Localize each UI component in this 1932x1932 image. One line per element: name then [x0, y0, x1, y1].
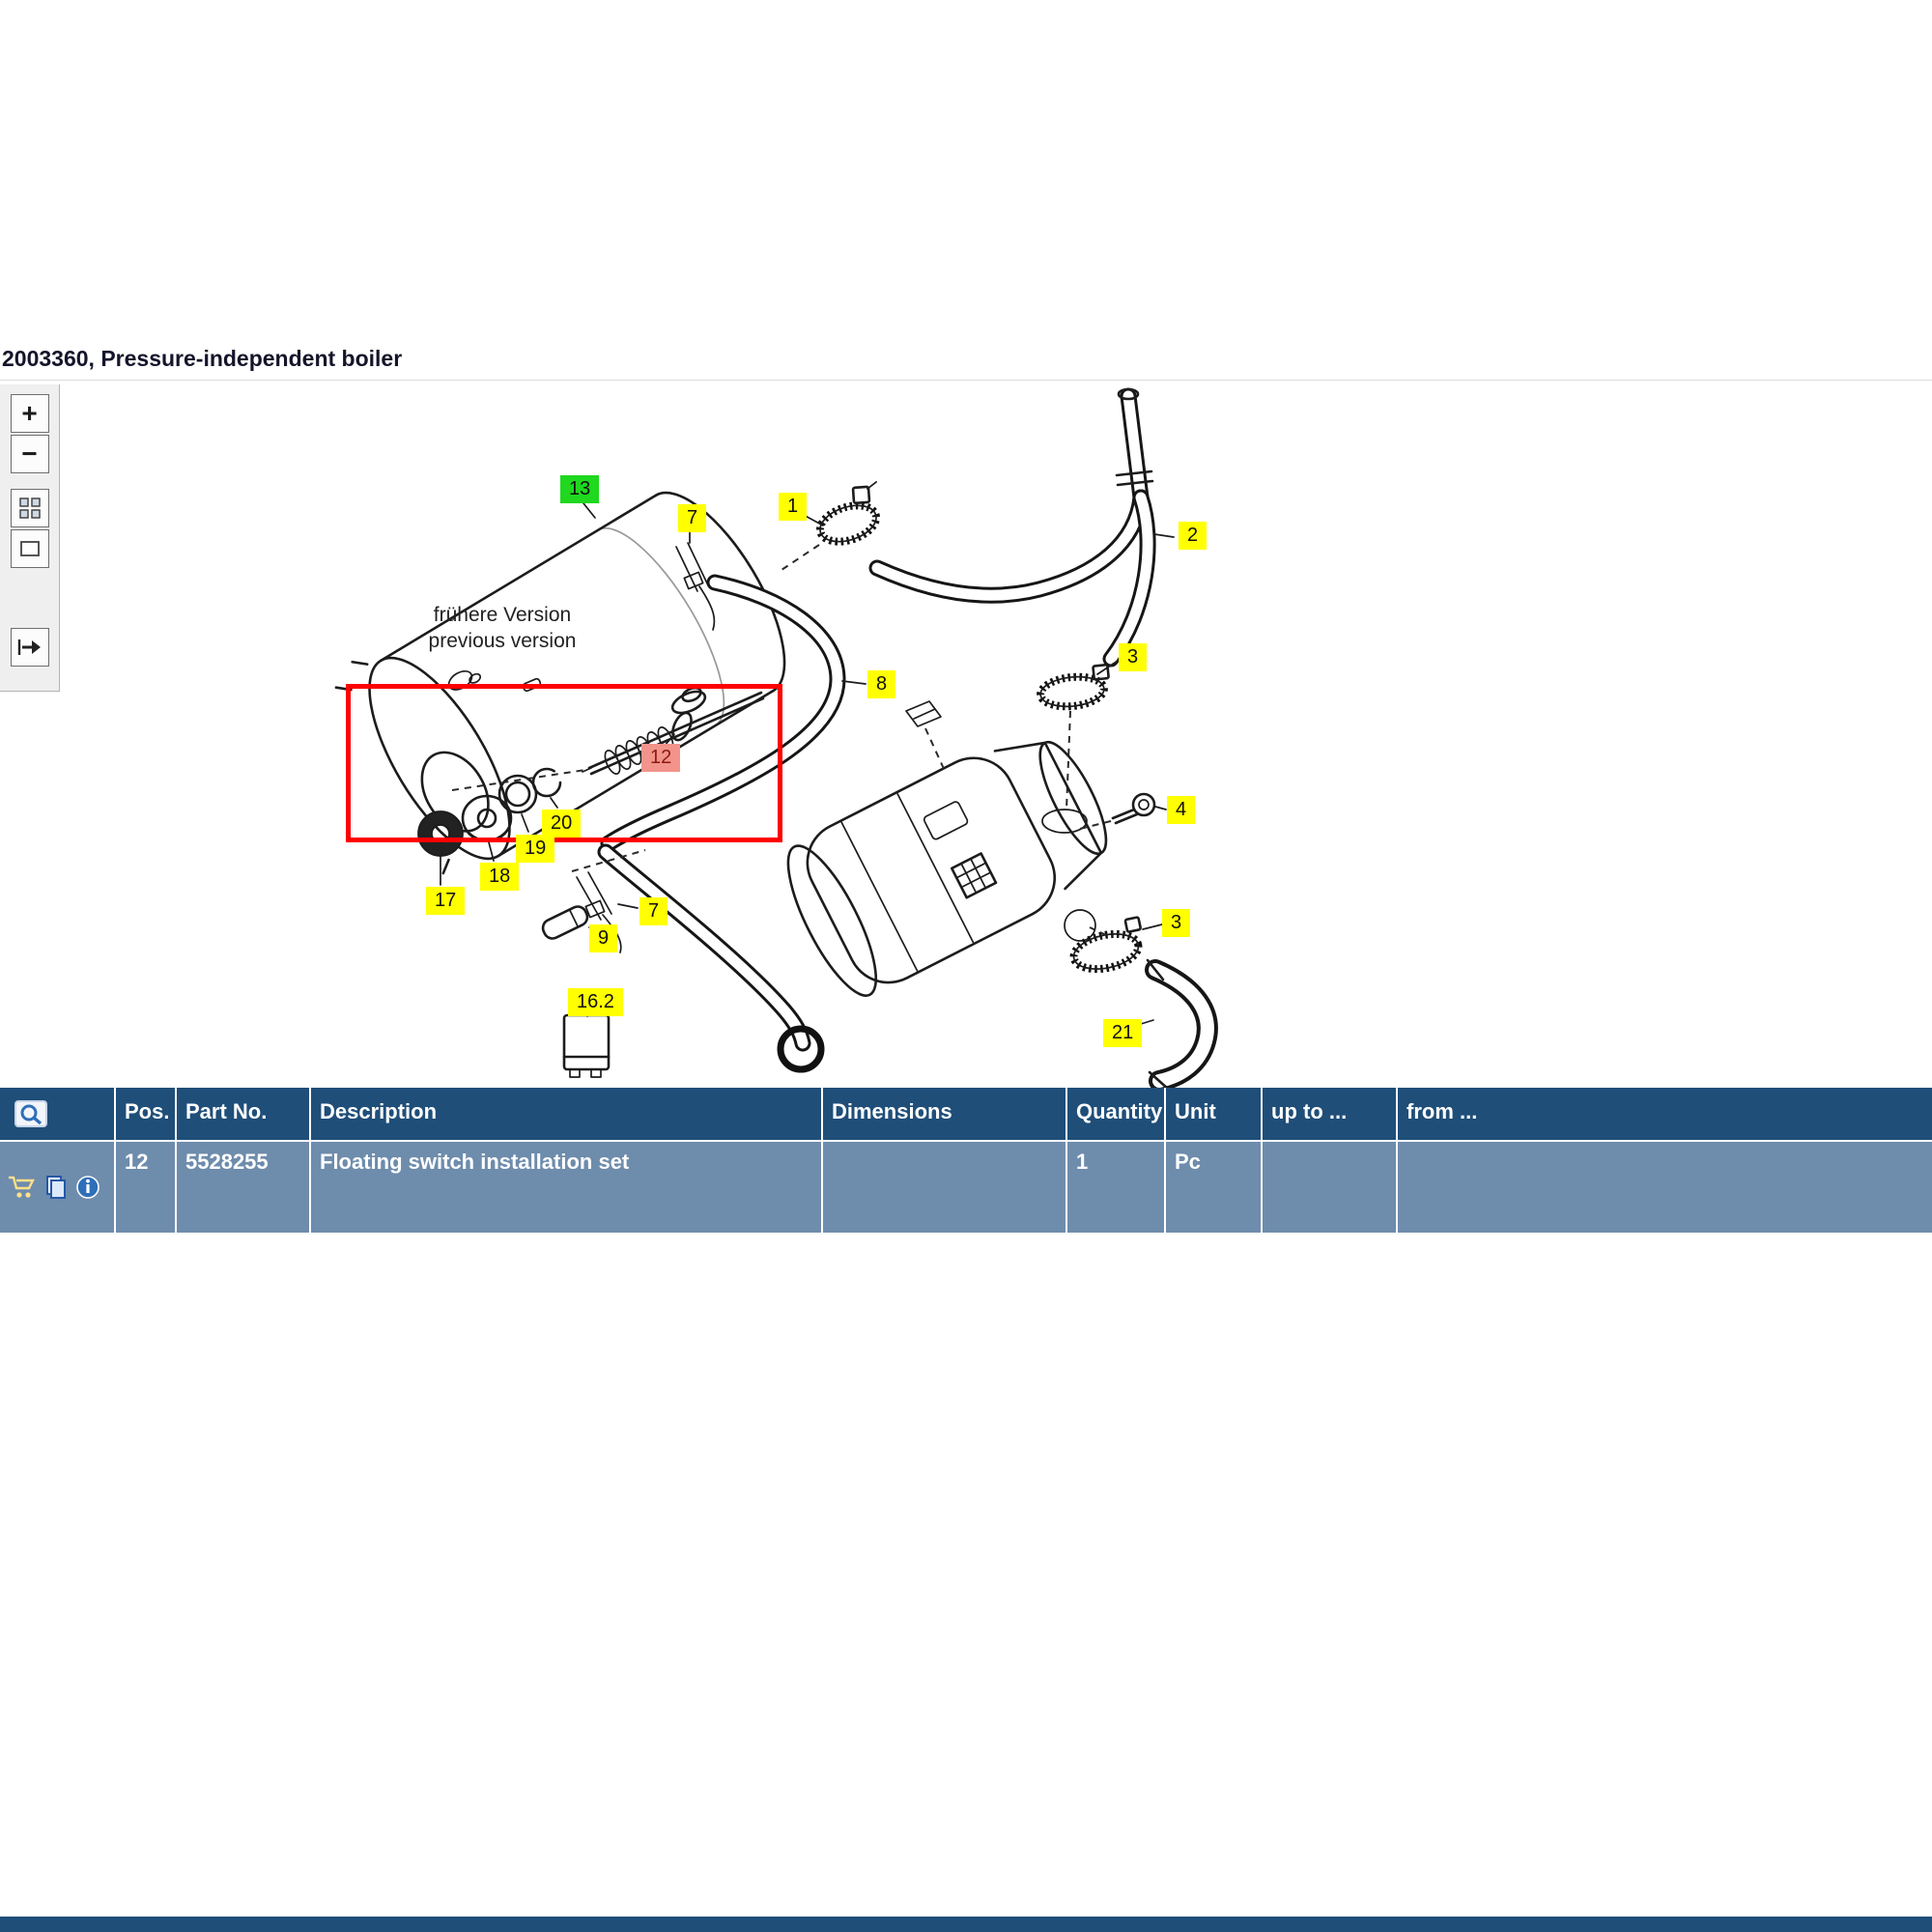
- preview-icon[interactable]: [14, 1099, 48, 1128]
- cell-up-to: [1263, 1142, 1398, 1233]
- part-label-21[interactable]: 21: [1103, 1019, 1143, 1047]
- cell-unit: Pc: [1166, 1142, 1263, 1233]
- part-label-7-bottom[interactable]: 7: [639, 897, 668, 925]
- export-view-button[interactable]: [10, 628, 49, 667]
- bottom-status-bar: [0, 1917, 1932, 1932]
- zoom-in-button[interactable]: +: [10, 394, 49, 433]
- part-label-9[interactable]: 9: [589, 924, 618, 952]
- header-part-no: Part No.: [177, 1088, 311, 1140]
- part-label-8[interactable]: 8: [867, 670, 896, 698]
- cell-dimensions: [823, 1142, 1067, 1233]
- version-note: frühere Version previous version: [425, 602, 580, 655]
- part-label-16-2[interactable]: 16.2: [568, 988, 623, 1016]
- header-description: Description: [311, 1088, 823, 1140]
- header-pos: Pos.: [116, 1088, 177, 1140]
- cell-part-no[interactable]: 5528255: [177, 1142, 311, 1233]
- header-icon-cell: [0, 1088, 116, 1140]
- version-note-de: frühere Version: [433, 604, 572, 626]
- row-icon-cell: [0, 1142, 116, 1233]
- selection-highlight: [346, 684, 782, 842]
- part-label-19[interactable]: 19: [516, 835, 555, 863]
- tile-view-button[interactable]: [10, 489, 49, 527]
- header-quantity: Quantity: [1067, 1088, 1166, 1140]
- add-to-cart-icon[interactable]: [8, 1175, 37, 1200]
- part-label-20[interactable]: 20: [542, 810, 582, 838]
- cell-from: [1398, 1142, 1932, 1233]
- version-note-en: previous version: [428, 630, 577, 653]
- part-label-13[interactable]: 13: [560, 475, 600, 503]
- single-view-button[interactable]: [10, 529, 49, 568]
- exploded-diagram: .ln{fill:none;stroke:#1c1c1c;stroke-widt…: [0, 382, 1932, 1090]
- header-unit: Unit: [1166, 1088, 1263, 1140]
- part-label-12[interactable]: 12: [641, 744, 681, 772]
- part-label-3-top[interactable]: 3: [1119, 643, 1148, 671]
- header-from: from ...: [1406, 1099, 1478, 1123]
- part-label-4[interactable]: 4: [1167, 796, 1196, 824]
- tile-view-icon: [18, 497, 41, 519]
- part-label-7-top[interactable]: 7: [678, 504, 707, 532]
- arrow-right-icon: [17, 639, 43, 656]
- document-icon[interactable]: [44, 1175, 68, 1200]
- part-label-18[interactable]: 18: [480, 863, 520, 891]
- diagram-toolbar: + −: [0, 384, 60, 692]
- header-up-to: up to ...: [1263, 1088, 1398, 1140]
- minus-icon: −: [21, 439, 38, 469]
- page-title: 2003360, Pressure-independent boiler: [0, 340, 1932, 381]
- cell-quantity: 1: [1067, 1142, 1166, 1233]
- part-label-17[interactable]: 17: [426, 887, 466, 915]
- header-dimensions: Dimensions: [823, 1088, 1067, 1140]
- plus-icon: +: [21, 398, 38, 428]
- part-label-2[interactable]: 2: [1179, 522, 1208, 550]
- parts-table-header: Pos. Part No. Description Dimensions Qua…: [0, 1088, 1932, 1140]
- zoom-out-button[interactable]: −: [10, 435, 49, 473]
- part-label-3-bottom[interactable]: 3: [1162, 909, 1191, 937]
- parts-table: Pos. Part No. Description Dimensions Qua…: [0, 1088, 1932, 1233]
- diagram-drawing: .ln{fill:none;stroke:#1c1c1c;stroke-widt…: [334, 387, 1218, 1090]
- cell-pos: 12: [116, 1142, 177, 1233]
- cell-description: Floating switch installation set: [311, 1142, 823, 1233]
- table-row[interactable]: 12 5528255 Floating switch installation …: [0, 1142, 1932, 1233]
- info-icon[interactable]: [75, 1175, 100, 1200]
- part-label-1[interactable]: 1: [779, 493, 808, 521]
- single-view-icon: [19, 539, 41, 558]
